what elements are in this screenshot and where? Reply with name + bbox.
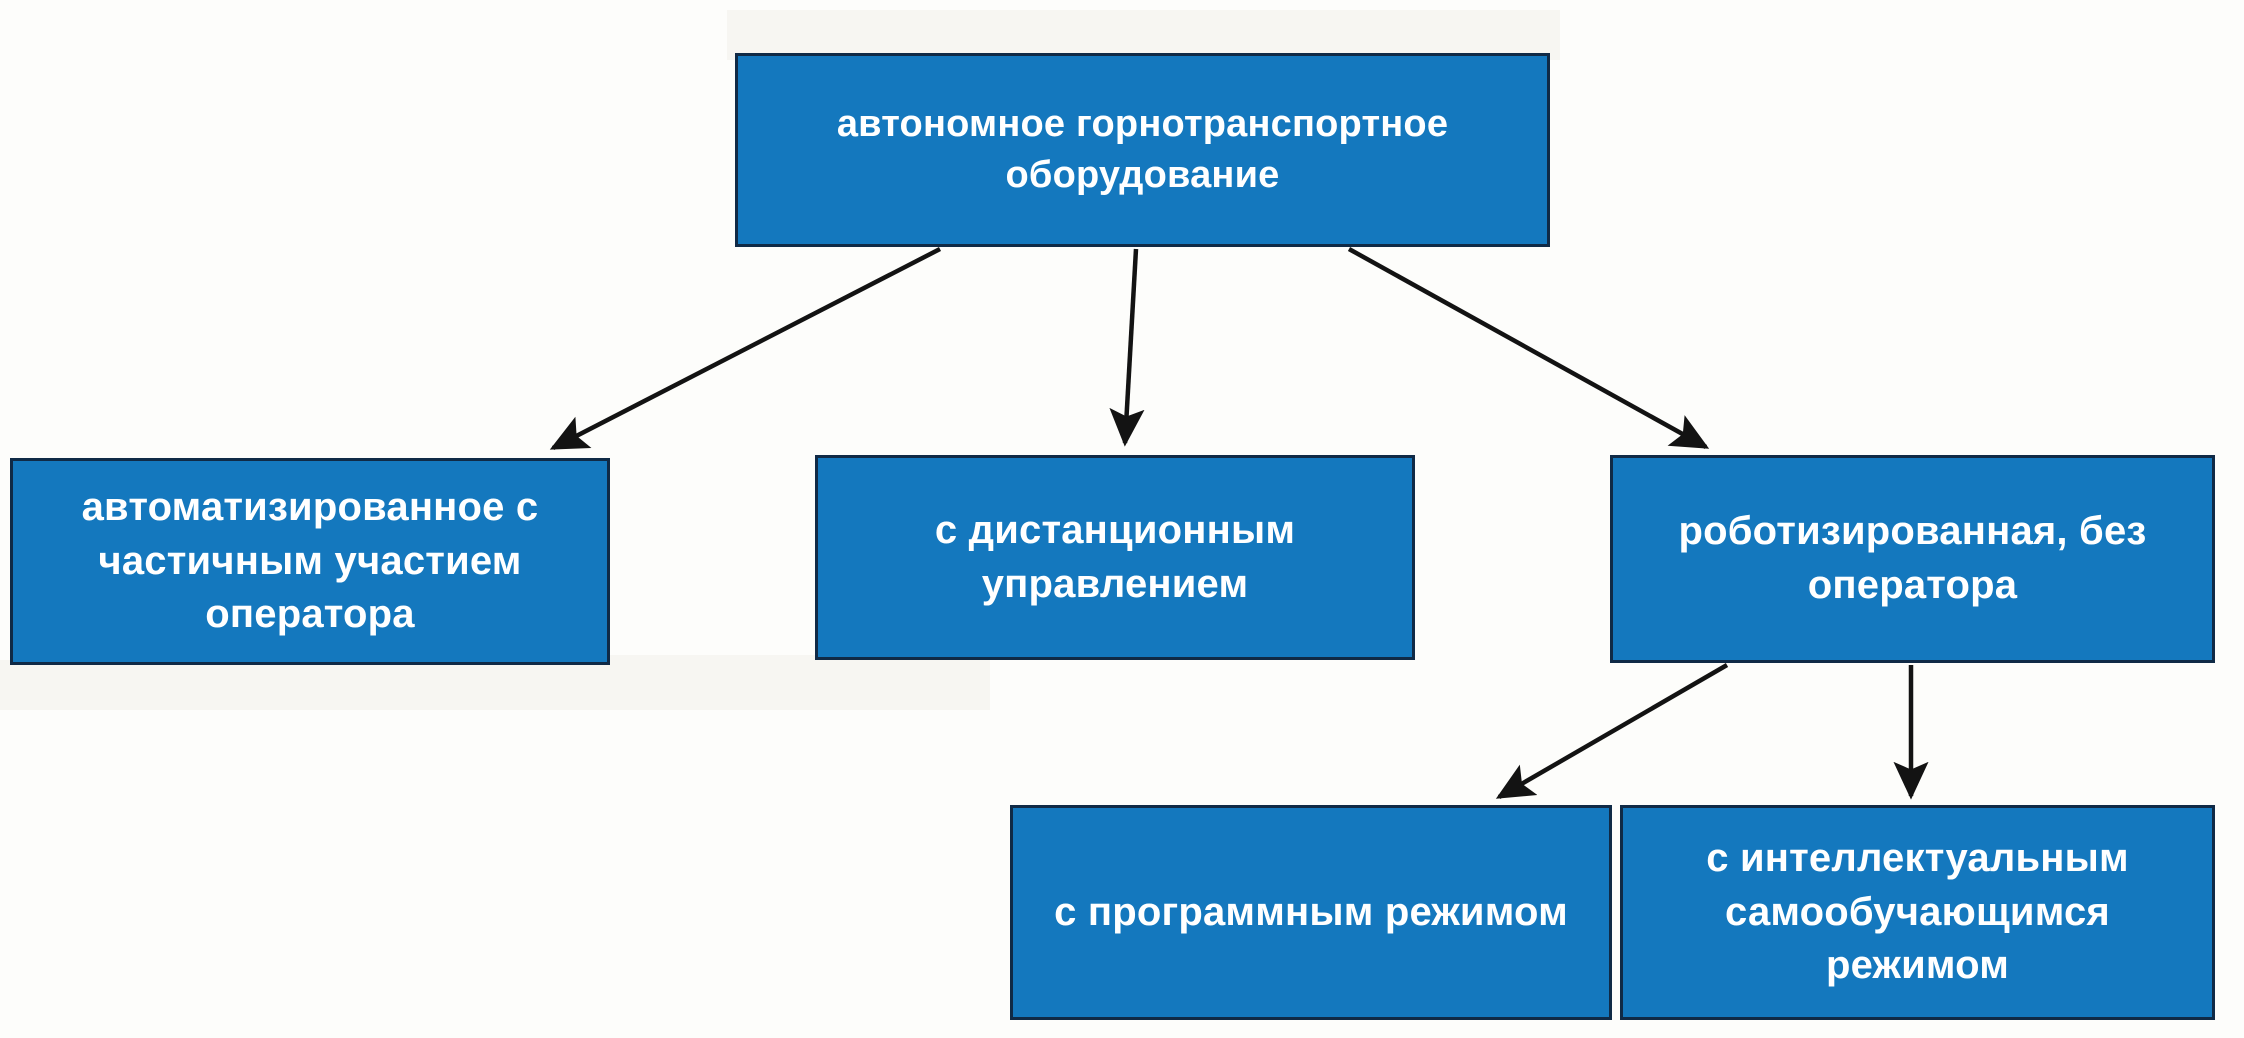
node-root[interactable]: автономное горнотранспортное оборудовани…	[735, 53, 1550, 247]
paper-artifact-middle	[555, 655, 990, 710]
edge-root-to-remote	[1109, 248, 1145, 447]
node-assisted[interactable]: автоматизированное с частичным участием …	[10, 458, 610, 665]
paper-artifact-top	[727, 10, 1560, 60]
node-program[interactable]: с программным режимом	[1010, 805, 1612, 1020]
node-robotic-label: роботизированная, без оператора	[1678, 509, 2147, 607]
node-ai-label: с интеллектуальным самообучающимся режим…	[1706, 836, 2129, 988]
edge-root-to-robotic	[1347, 247, 1710, 449]
node-ai[interactable]: с интеллектуальным самообучающимся режим…	[1620, 805, 2215, 1020]
node-robotic[interactable]: роботизированная, без оператора	[1610, 455, 2215, 663]
edge-root-to-assisted	[549, 246, 942, 451]
node-root-label: автономное горнотранспортное оборудовани…	[836, 103, 1449, 196]
node-assisted-label: автоматизированное с частичным участием …	[81, 485, 539, 637]
node-remote[interactable]: с дистанционным управлением	[815, 455, 1415, 660]
paper-artifact-left	[0, 660, 625, 710]
node-program-label: с программным режимом	[1054, 889, 1568, 934]
node-remote-label: с дистанционным управлением	[934, 507, 1296, 606]
edge-robotic-to-program	[1495, 663, 1729, 799]
